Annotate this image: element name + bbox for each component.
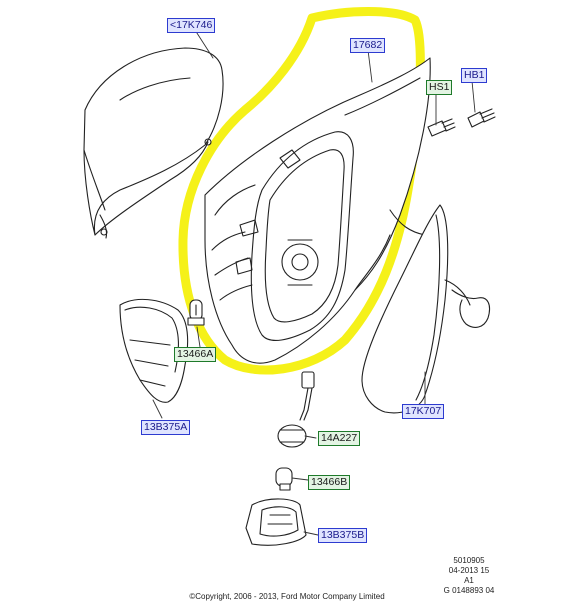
- document-number: 5010905: [453, 556, 485, 565]
- mirror-housing-part: [204, 57, 431, 364]
- label-17k746: <17K746: [167, 18, 216, 33]
- label-14a227: 14A227: [318, 431, 361, 446]
- screw-hs1-part: [427, 118, 456, 137]
- label-13466a: 13466A: [174, 347, 217, 362]
- document-revision: A1: [464, 576, 474, 585]
- document-info: 5010905 04-2013 15 A1 G 0148893 04: [424, 556, 514, 596]
- bulb-13466b-part: [275, 467, 293, 491]
- label-17682: 17682: [350, 38, 386, 53]
- document-id: G 0148893 04: [443, 586, 495, 595]
- label-hs1: HS1: [426, 80, 453, 95]
- screw-hb1-part: [467, 108, 496, 128]
- housing-highlight: [178, 7, 425, 375]
- lamp-13b375a-part: [119, 298, 189, 403]
- label-13466b: 13466B: [308, 475, 351, 490]
- socket-14a227-part: [277, 371, 315, 448]
- bulb-13466a-part: [187, 299, 205, 326]
- lamp-13b375b-part: [245, 498, 307, 546]
- label-hb1: HB1: [461, 68, 488, 83]
- label-13b375a: 13B375A: [141, 420, 191, 435]
- mirror-glass-part: [361, 204, 491, 414]
- label-13b375b: 13B375B: [318, 528, 368, 543]
- mirror-cover-part: [83, 47, 224, 239]
- document-date: 04-2013 15: [448, 566, 490, 575]
- copyright-notice: ©Copyright, 2006 - 2013, Ford Motor Comp…: [189, 592, 385, 601]
- label-17k707: 17K707: [402, 404, 445, 419]
